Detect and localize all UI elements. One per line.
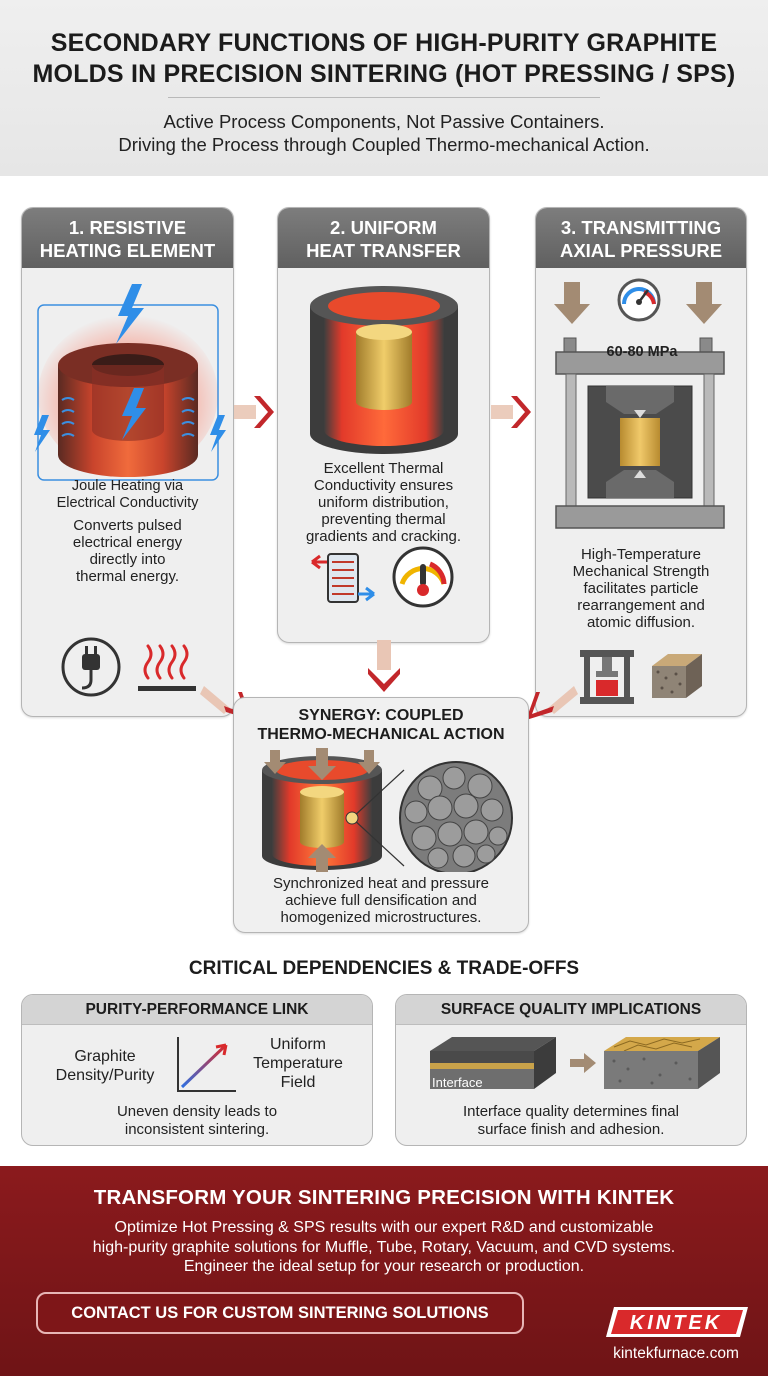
- card-uniform-heat-transfer-text: Excellent Thermal Conductivity ensures u…: [286, 460, 481, 545]
- text-line: facilitates particle: [583, 580, 699, 597]
- text-line: directly into: [89, 551, 166, 568]
- heated-mold-cross-section-icon: [310, 286, 458, 454]
- dependencies-section-title: CRITICAL DEPENDENCIES & TRADE-OFFS: [188, 958, 580, 979]
- purity-performance-panel: PURITY-PERFORMANCE LINK Graphite Density…: [21, 994, 373, 1146]
- card-title-line: THERMO-MECHANICAL ACTION: [257, 726, 505, 743]
- interface-label: Interface: [432, 1075, 483, 1090]
- label-line: Graphite: [74, 1048, 136, 1065]
- page-title-line-2: MOLDS IN PRECISION SINTERING (HOT PRESSI…: [32, 60, 736, 88]
- arrow-card3-to-synergy: [526, 686, 578, 720]
- text-line: Synchronized heat and pressure: [273, 875, 489, 892]
- dense-block-icon: [652, 654, 702, 698]
- card-title-line: 3. TRANSMITTING: [560, 217, 722, 238]
- text-line: High-Temperature: [580, 546, 702, 563]
- label-line: Density/Purity: [55, 1067, 155, 1084]
- card-axial-pressure-title: 3. TRANSMITTING AXIAL PRESSURE: [536, 208, 746, 268]
- hydraulic-press-icon: [554, 278, 725, 529]
- graphite-density-label: Graphite Density/Purity: [30, 1047, 180, 1085]
- surface-quality-text: Interface quality determines final surfa…: [404, 1103, 738, 1139]
- coupled-action-illustration: [262, 748, 513, 872]
- page-subtitle-line-2: Driving the Process through Coupled Ther…: [118, 134, 650, 155]
- purity-performance-title: PURITY-PERFORMANCE LINK: [22, 995, 372, 1025]
- heat-waves-icon: [138, 644, 196, 691]
- footer-body-line: Engineer the ideal setup for your resear…: [183, 1258, 585, 1275]
- joule-heating-cylinder-icon: [34, 284, 226, 481]
- arrow-card1-to-card2: [234, 396, 274, 428]
- card-synergy-text: Synchronized heat and pressure achieve f…: [242, 875, 520, 926]
- card-title-line: HEAT TRANSFER: [306, 240, 461, 261]
- card-synergy: SYNERGY: COUPLED THERMO-MECHANICAL ACTIO…: [233, 697, 529, 933]
- text-line: Uneven density leads to: [116, 1103, 278, 1120]
- card-axial-pressure: 3. TRANSMITTING AXIAL PRESSURE: [535, 207, 747, 717]
- surface-quality-title: SURFACE QUALITY IMPLICATIONS: [396, 995, 746, 1025]
- power-plug-icon: [61, 637, 121, 697]
- card-title-line: 1. RESISTIVE: [68, 217, 187, 238]
- card-resistive-heating-text: Converts pulsed electrical energy direct…: [30, 517, 225, 585]
- card-title-line: SYNERGY: COUPLED: [298, 707, 464, 724]
- card-title-line: HEATING ELEMENT: [39, 240, 216, 261]
- footer-body-line: Optimize Hot Pressing & SPS results with…: [114, 1219, 654, 1236]
- label-line: Uniform: [269, 1036, 326, 1053]
- page-subtitle: Active Process Components, Not Passive C…: [20, 110, 748, 156]
- card-title-line: AXIAL PRESSURE: [559, 240, 723, 261]
- press-tool-icon: [580, 650, 634, 704]
- card-resistive-heating: 1. RESISTIVE HEATING ELEMENT: [21, 207, 234, 717]
- pressure-value-label: 60-80 MPa: [606, 344, 678, 360]
- card-title-line: 2. UNIFORM: [330, 217, 437, 238]
- caption-line: Joule Heating via: [71, 478, 184, 494]
- text-line: homogenized microstructures.: [280, 909, 482, 926]
- logo-text: KINTEK: [630, 1312, 722, 1334]
- heat-exchanger-icon: [311, 553, 375, 603]
- footer-banner: TRANSFORM YOUR SINTERING PRECISION WITH …: [0, 1166, 768, 1376]
- card-resistive-heating-title: 1. RESISTIVE HEATING ELEMENT: [22, 208, 233, 268]
- footer-body: Optimize Hot Pressing & SPS results with…: [20, 1218, 748, 1277]
- text-line: Converts pulsed: [73, 517, 182, 534]
- contact-us-button[interactable]: CONTACT US FOR CUSTOM SINTERING SOLUTION…: [36, 1292, 524, 1334]
- text-line: electrical energy: [72, 534, 183, 551]
- arrow-card2-to-card3: [491, 396, 531, 428]
- text-line: uniform distribution,: [318, 494, 449, 511]
- text-line: preventing thermal: [321, 511, 446, 528]
- arrow-card2-to-synergy: [368, 640, 400, 692]
- footer-title: TRANSFORM YOUR SINTERING PRECISION WITH …: [93, 1186, 675, 1209]
- text-line: achieve full densification and: [285, 892, 477, 909]
- surface-quality-panel: SURFACE QUALITY IMPLICATIONS Interface I…: [395, 994, 747, 1146]
- card-synergy-title: SYNERGY: COUPLED THERMO-MECHANICAL ACTIO…: [234, 706, 528, 744]
- purity-performance-text: Uneven density leads to inconsistent sin…: [30, 1103, 364, 1139]
- text-line: gradients and cracking.: [305, 528, 462, 545]
- page-title: SECONDARY FUNCTIONS OF HIGH-PURITY GRAPH…: [20, 28, 748, 90]
- text-line: Interface quality determines final: [463, 1103, 679, 1120]
- card-uniform-heat-transfer-title: 2. UNIFORM HEAT TRANSFER: [278, 208, 489, 268]
- kintek-logo[interactable]: KINTEK: [604, 1305, 750, 1339]
- caption-line: Electrical Conductivity: [56, 495, 199, 511]
- footer-body-line: high-purity graphite solutions for Muffl…: [92, 1238, 676, 1256]
- page-title-line-1: SECONDARY FUNCTIONS OF HIGH-PURITY GRAPH…: [50, 29, 718, 57]
- arrow-card1-to-synergy: [200, 686, 252, 720]
- text-line: surface finish and adhesion.: [477, 1121, 665, 1138]
- label-line: Temperature: [253, 1055, 343, 1072]
- page-subtitle-line-1: Active Process Components, Not Passive C…: [163, 111, 605, 132]
- uniform-temperature-label: Uniform Temperature Field: [228, 1035, 368, 1092]
- header-divider: [168, 97, 600, 98]
- label-line: Field: [280, 1074, 316, 1091]
- correlation-graph-icon: [177, 1037, 236, 1092]
- text-line: inconsistent sintering.: [124, 1121, 270, 1138]
- text-line: Mechanical Strength: [572, 563, 710, 580]
- text-line: Conductivity ensures: [313, 477, 454, 494]
- text-line: Excellent Thermal: [323, 460, 444, 477]
- thermometer-gauge-icon: [392, 546, 454, 608]
- text-line: atomic diffusion.: [586, 614, 696, 631]
- header-banner: SECONDARY FUNCTIONS OF HIGH-PURITY GRAPH…: [0, 0, 768, 176]
- surface-transformation-icon: [430, 1037, 720, 1089]
- text-line: rearrangement and: [577, 597, 705, 614]
- website-link[interactable]: kintekfurnace.com: [613, 1345, 739, 1362]
- card-axial-pressure-text: High-Temperature Mechanical Strength fac…: [544, 546, 738, 631]
- card-uniform-heat-transfer: 2. UNIFORM HEAT TRANSFER Excellent Therm: [277, 207, 490, 643]
- card-resistive-heating-caption: Joule Heating via Electrical Conductivit…: [30, 478, 225, 512]
- text-line: thermal energy.: [75, 568, 180, 585]
